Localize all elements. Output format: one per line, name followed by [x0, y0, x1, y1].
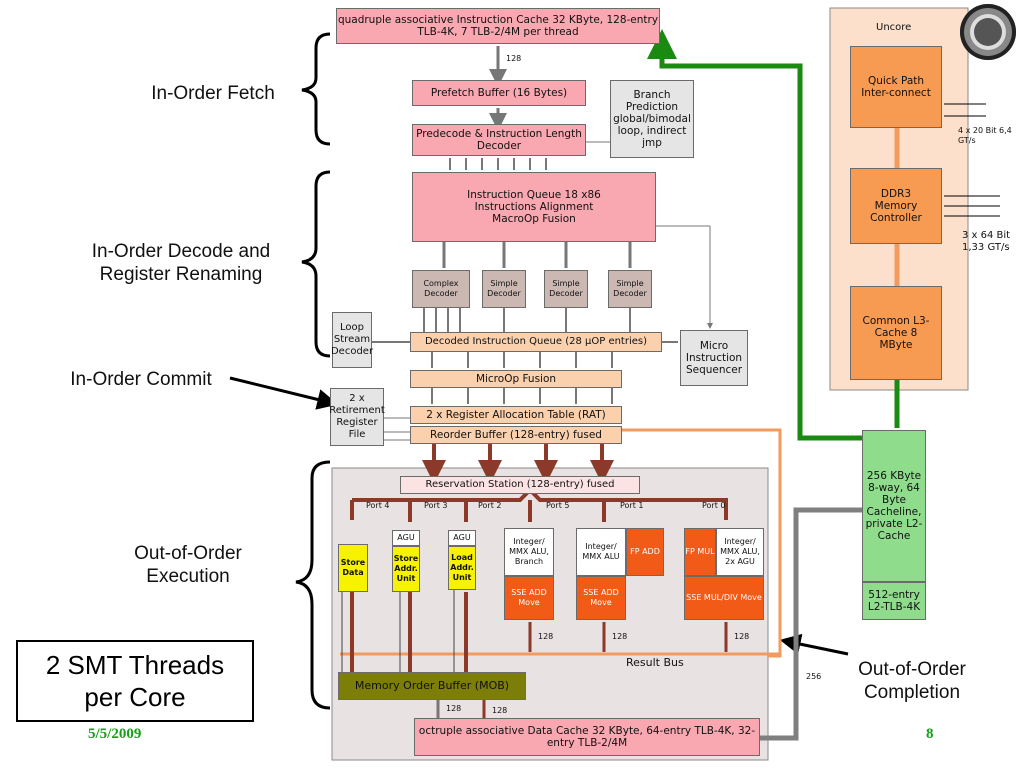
integer-alu-port1: Integer/ MMX ALU — [576, 528, 626, 576]
integer-alu-branch: Integer/ MMX ALU, Branch — [504, 528, 554, 576]
label-out-of-order-execution: Out-of-Order Execution — [134, 543, 242, 587]
port-0: Port 0 — [702, 501, 726, 510]
complex-decoder: Complex Decoder — [412, 270, 470, 308]
reorder-buffer: Reorder Buffer (128-entry) fused — [410, 426, 622, 444]
ddr3-spec: 3 x 64 Bit 1,33 GT/s — [962, 230, 1011, 253]
smt-label: 2 SMT Threads per Core — [45, 650, 225, 712]
bus-width-128-port1: 128 — [612, 632, 628, 641]
sse-add-port1: SSE ADD Move — [576, 576, 626, 620]
l3-cache: Common L3-Cache 8 MByte — [850, 286, 942, 380]
port-5: Port 5 — [546, 501, 570, 510]
port-1: Port 1 — [620, 501, 644, 510]
agu-load: AGU — [448, 530, 476, 546]
load-address-unit: Load Addr. Unit — [448, 546, 476, 590]
port-2: Port 2 — [478, 501, 502, 510]
micro-instruction-sequencer: Micro Instruction Sequencer — [680, 330, 748, 386]
brace-decode — [301, 170, 331, 358]
port-4: Port 4 — [366, 501, 390, 510]
brace-exec — [295, 460, 331, 710]
bus-width-128-fetch: 128 — [506, 54, 522, 63]
prefetch-buffer: Prefetch Buffer (16 Bytes) — [412, 80, 586, 106]
predecode: Predecode & Instruction Length Decoder — [412, 124, 586, 156]
agu-store: AGU — [392, 530, 420, 546]
grey-link-l2 — [760, 507, 862, 741]
simple-decoder-2: Simple Decoder — [544, 270, 588, 308]
arrow-completion — [779, 633, 849, 656]
bus-width-128-port0: 128 — [734, 632, 750, 641]
decoded-instruction-queue: Decoded Instruction Queue (28 µOP entrie… — [410, 332, 662, 352]
instruction-cache: quadruple associative Instruction Cache … — [336, 8, 660, 44]
bus-width-128-mob-2: 128 — [492, 706, 508, 715]
bus-width-128-port5: 128 — [538, 632, 554, 641]
sse-mul-div: SSE MUL/DIV Move — [684, 576, 764, 620]
university-seal — [960, 4, 1016, 60]
ddr3-memory-controller: DDR3 Memory Controller — [850, 168, 942, 244]
arrow-commit — [229, 376, 339, 410]
store-data-unit: Store Data — [338, 544, 368, 592]
microop-fusion: MicroOp Fusion — [410, 370, 622, 388]
footer-page: 8 — [926, 726, 934, 742]
loop-stream-decoder: Loop Stream Decoder — [331, 312, 373, 368]
result-bus-label: Result Bus — [626, 656, 684, 669]
sse-add-port5: SSE ADD Move — [504, 576, 554, 620]
label-out-of-order-completion: Out-of-Order Completion — [858, 659, 966, 703]
l2-tlb: 512-entry L2-TLB-4K — [862, 582, 926, 620]
reservation-station: Reservation Station (128-entry) fused — [400, 476, 640, 494]
store-address-unit: Store Addr. Unit — [392, 546, 420, 592]
bus-width-128-mob-1: 128 — [446, 704, 462, 713]
label-in-order-commit: In-Order Commit — [70, 369, 212, 390]
l2-cache: 256 KByte 8-way, 64 Byte Cacheline, priv… — [862, 430, 926, 582]
simple-decoder-3: Simple Decoder — [608, 270, 652, 308]
fp-mul: FP MUL — [684, 528, 716, 576]
label-in-order-fetch: In-Order Fetch — [151, 83, 275, 104]
label-in-order-decode: In-Order Decode and Register Renaming — [91, 241, 271, 285]
instruction-queue: Instruction Queue 18 x86 Instructions Al… — [412, 172, 656, 242]
qpi-spec: 4 x 20 Bit 6,4 GT/s — [958, 126, 1012, 145]
fp-add: FP ADD — [626, 528, 664, 576]
bus-width-256: 256 — [806, 672, 822, 681]
footer-date: 5/5/2009 — [88, 726, 142, 742]
port-3: Port 3 — [424, 501, 448, 510]
integer-alu-agu: Integer/ MMX ALU, 2x AGU — [716, 528, 764, 576]
data-cache: octruple associative Data Cache 32 KByte… — [414, 718, 760, 756]
memory-order-buffer: Memory Order Buffer (MOB) — [338, 672, 526, 700]
quick-path-interconnect: Quick Path Inter-connect — [850, 46, 942, 128]
uncore-title: Uncore — [876, 22, 912, 33]
branch-prediction: Branch Prediction global/bimodal loop, i… — [610, 80, 694, 158]
green-link — [647, 29, 868, 441]
register-allocation-table: 2 x Register Allocation Table (RAT) — [410, 406, 622, 424]
simple-decoder-1: Simple Decoder — [482, 270, 526, 308]
retirement-register-file: 2 x Retirement Register File — [329, 388, 385, 446]
smt-box: 2 SMT Threads per Core — [16, 640, 254, 722]
brace-fetch — [301, 32, 331, 146]
